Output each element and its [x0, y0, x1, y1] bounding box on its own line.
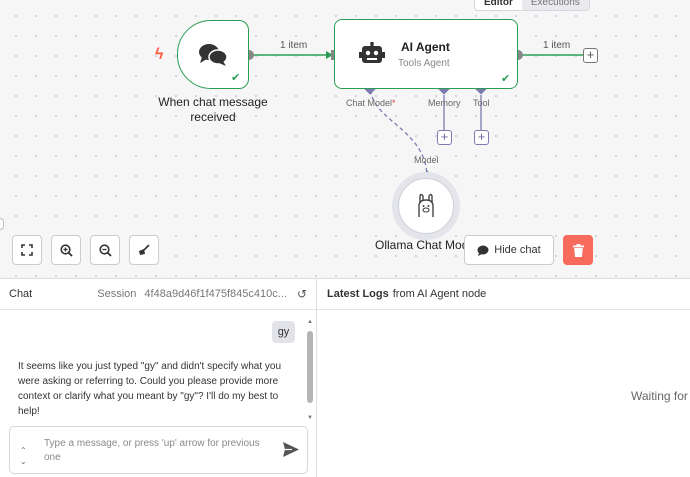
add-memory-button[interactable]: + — [437, 130, 452, 145]
chat-scrollbar-thumb[interactable] — [307, 331, 313, 403]
tab-editor[interactable]: Editor — [475, 0, 522, 10]
chat-panel: Chat Session 4f48a9d46f1f475f845c410c...… — [0, 278, 317, 477]
success-check-icon: ✔ — [231, 72, 241, 84]
agent-title: AI Agent — [401, 40, 450, 54]
fit-view-icon — [21, 244, 33, 256]
send-icon[interactable] — [283, 442, 299, 457]
trash-icon — [572, 243, 584, 257]
port-label-model: Model — [414, 155, 439, 165]
success-check-icon: ✔ — [501, 73, 511, 85]
scroll-down-icon[interactable]: ▼ — [307, 415, 313, 421]
ollama-chat-model-node[interactable] — [392, 172, 460, 240]
chat-bubble-icon — [477, 245, 489, 256]
trigger-node-label: When chat message received — [158, 95, 268, 124]
agent-subtitle: Tools Agent — [398, 58, 450, 69]
logs-source: from AI Agent node — [392, 288, 487, 300]
chat-bubbles-icon — [199, 43, 228, 66]
port-label-chat-model: Chat Model* — [346, 98, 396, 108]
user-message: gy — [272, 321, 295, 343]
add-tool-button[interactable]: + — [474, 130, 489, 145]
trigger-bolt-icon: ϟ — [155, 46, 164, 63]
session-id[interactable]: 4f48a9d46f1f475f845c410c... — [144, 288, 287, 300]
broom-icon — [139, 244, 150, 255]
session-label: Session — [97, 288, 137, 300]
tab-executions[interactable]: Executions — [530, 0, 580, 8]
robot-icon — [359, 42, 385, 63]
logs-waiting-text: Waiting for — [631, 389, 688, 403]
zoom-in-button[interactable] — [51, 235, 81, 265]
ai-agent-node[interactable]: AI Agent Tools Agent ✔ — [334, 19, 518, 89]
chat-scrollbar[interactable]: ▲ ▼ — [306, 319, 314, 423]
clean-up-button[interactable] — [129, 235, 159, 265]
fit-view-button[interactable] — [12, 235, 42, 265]
logs-title: Latest Logs — [327, 288, 389, 300]
workflow-canvas[interactable]: Editor Executions 1 item 1 item + ϟ ✔ W — [0, 0, 690, 278]
history-stepper-icon[interactable]: ⌃⌄ — [20, 446, 27, 466]
logs-panel: Latest Logs from AI Agent node Waiting f… — [317, 278, 690, 477]
chat-trigger-node[interactable]: ✔ — [177, 20, 249, 89]
hide-chat-button[interactable]: Hide chat — [464, 235, 554, 265]
scroll-up-icon[interactable]: ▲ — [307, 319, 313, 325]
panel-collapse-handle[interactable] — [0, 218, 4, 230]
llama-icon — [418, 193, 434, 217]
connection-item-count: 1 item — [280, 40, 308, 51]
port-label-memory: Memory — [428, 98, 461, 108]
zoom-out-icon — [98, 243, 112, 257]
chat-message-input[interactable]: Type a message, or press 'up' arrow for … — [44, 438, 260, 463]
zoom-in-icon — [59, 243, 73, 257]
chat-messages[interactable]: gy It seems like you just typed "gy" and… — [0, 311, 316, 423]
zoom-out-button[interactable] — [90, 235, 120, 265]
view-tabs: Editor Executions — [474, 0, 590, 11]
port-label-tool: Tool — [473, 98, 490, 108]
chat-title: Chat — [9, 288, 33, 300]
refresh-session-icon[interactable]: ↺ — [296, 287, 307, 301]
ollama-node-label: Ollama Chat Model — [375, 238, 464, 252]
connection-item-count: 1 item — [543, 40, 571, 51]
hide-chat-label: Hide chat — [494, 244, 541, 256]
delete-workflow-button[interactable] — [563, 235, 593, 265]
chat-input-box[interactable]: ⌃⌄ Type a message, or press 'up' arrow f… — [9, 426, 308, 474]
chat-header: Chat Session 4f48a9d46f1f475f845c410c...… — [0, 279, 316, 310]
add-node-button[interactable]: + — [583, 48, 598, 63]
logs-header: Latest Logs from AI Agent node — [317, 279, 690, 310]
bot-message: It seems like you just typed "gy" and di… — [18, 361, 282, 417]
